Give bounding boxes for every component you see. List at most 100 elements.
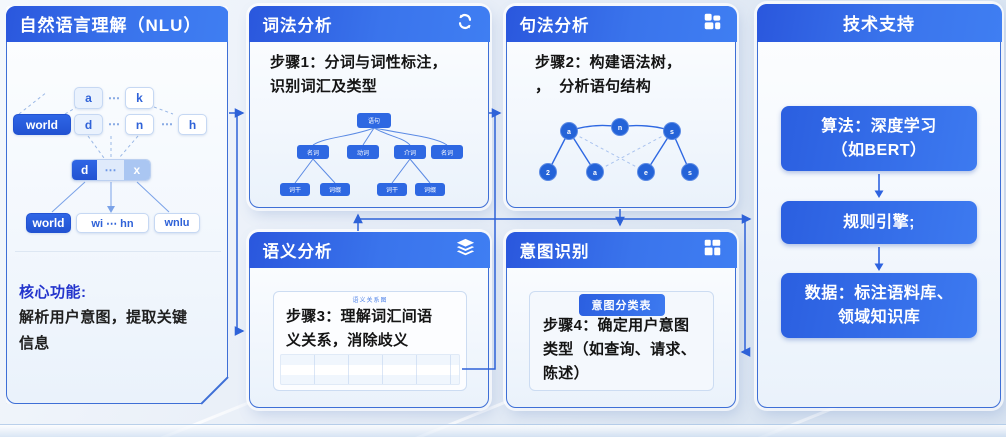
lexical-step-line1: 步骤1：分词与词性标注，	[270, 54, 447, 71]
graph-node-label: e	[644, 170, 648, 177]
panel-semantic-header: 语义分析	[248, 231, 490, 268]
arrow-nlu-to-semantic	[234, 113, 245, 336]
word-label: wi ⋯ hn	[91, 217, 134, 230]
sync-icon	[454, 11, 476, 36]
algorithm-block: 算法：深度学习 （如BERT）	[781, 106, 977, 171]
lexical-step-text: 步骤1：分词与词性标注， 识别词汇及类型	[270, 51, 447, 100]
syntax-step-text: 步骤2：构建语法树， ， 分析语句结构	[535, 51, 681, 100]
users-icon	[702, 12, 723, 36]
semantic-step-line1: 步骤3：理解词汇间语	[286, 308, 433, 325]
word-box-world: world	[13, 114, 71, 135]
panel-intent: 意图识别 意图分类表 步骤4：确定用户意图 类型（如查询、请求、 陈述）	[505, 231, 737, 408]
word-box: wnlu	[154, 213, 200, 233]
semantic-step-text: 步骤3：理解词汇间语 义关系，消除歧义	[286, 305, 432, 354]
tree-node-label: 动词	[357, 149, 369, 157]
segment-cell: ⋯	[97, 160, 124, 180]
panel-intent-title: 意图识别	[519, 242, 590, 261]
tree-node-label: 介词	[404, 149, 416, 157]
semantic-step-line2: 义关系，消除歧义	[286, 332, 409, 350]
word-label: world	[32, 216, 65, 230]
panel-tech-title: 技术支持	[843, 15, 915, 34]
divider	[15, 251, 221, 252]
panel-intent-header: 意图识别	[505, 231, 737, 268]
floor-band	[0, 424, 1006, 437]
panel-nlu: 自然语言理解（NLU） a ⋯ k world d ⋯ n ⋯ h d ⋯ x	[6, 6, 228, 404]
word-box: wi ⋯ hn	[76, 213, 149, 233]
intent-step-line1: 步骤4：确定用户意图	[543, 317, 690, 334]
ellipsis: ⋯	[108, 91, 120, 105]
rules-label: 规则引擎;	[843, 213, 915, 231]
graph-node-label: a	[593, 170, 597, 177]
word-relation-lines	[18, 91, 174, 213]
word-label: d	[84, 117, 93, 132]
word-box: n	[125, 114, 154, 135]
tree-node-label: 名词	[307, 149, 319, 157]
intent-inner-box: 意图分类表 步骤4：确定用户意图 类型（如查询、请求、 陈述）	[529, 291, 714, 391]
core-function-label: 核心功能:	[19, 284, 87, 301]
panel-syntax: 句法分析 步骤2：构建语法树， ， 分析语句结构	[505, 5, 737, 208]
graph-node-label: 2	[546, 170, 550, 177]
panel-lexical-header: 词法分析	[248, 5, 490, 42]
panel-nlu-header: 自然语言理解（NLU）	[6, 6, 228, 42]
word-label: k	[136, 91, 143, 105]
tree-node-label: 名词	[441, 149, 453, 157]
graph-node-label: n	[618, 125, 622, 132]
graph-node-label: s	[688, 170, 692, 177]
word-label: world	[26, 117, 58, 132]
panel-lexical-title: 词法分析	[262, 16, 333, 35]
word-box: d	[74, 114, 103, 135]
syntax-graph: a n s 2 a e s	[539, 118, 699, 181]
semantic-box-title: 语义关系图	[352, 298, 388, 304]
graph-node-label: a	[567, 129, 571, 136]
core-function-line2: 信息	[19, 334, 50, 352]
panel-tech: 技术支持 算法：深度学习 （如BERT） 规则引擎; 数据：标注语料库、 领域知…	[756, 3, 1002, 408]
tree-node-label: 词缀	[424, 186, 436, 194]
layers-icon	[455, 238, 476, 262]
segment-cell: x	[123, 160, 150, 180]
word-label: n	[135, 117, 144, 132]
panel-semantic-title: 语义分析	[262, 242, 333, 261]
word-box: k	[125, 87, 154, 109]
word-label: a	[85, 91, 92, 105]
semantic-inner-box: 语义关系图 步骤3：理解词汇间语 义关系，消除歧义	[273, 291, 467, 391]
syntax-step-line2: ， 分析语句结构	[535, 78, 652, 96]
tree-node-label: 语句	[368, 117, 380, 125]
panel-syntax-header: 句法分析	[505, 5, 737, 42]
segment-cell: d	[72, 160, 98, 180]
intent-step-line3: 陈述）	[543, 365, 589, 382]
ellipsis: ⋯	[161, 117, 173, 131]
panel-syntax-title: 句法分析	[519, 16, 590, 35]
ellipsis: ⋯	[108, 117, 120, 131]
word-label: h	[188, 117, 197, 132]
lexical-step-line2: 识别词汇及类型	[270, 78, 378, 96]
intent-table-title: 意图分类表	[578, 294, 665, 316]
lexical-tree: 语句 名词 动词 介词 名词 词干 词缀 词干 词缀	[280, 113, 463, 196]
word-label: wnlu	[164, 217, 190, 229]
panel-nlu-title: 自然语言理解（NLU）	[19, 16, 202, 35]
intent-step-text: 步骤4：确定用户意图 类型（如查询、请求、 陈述）	[543, 314, 696, 386]
word-box: h	[178, 114, 207, 135]
tree-node-label: 词干	[386, 186, 398, 194]
graph-node-label: s	[670, 129, 674, 136]
panel-tech-header: 技术支持	[756, 3, 1002, 42]
word-segment-box: d ⋯ x	[71, 159, 151, 181]
word-box-world: world	[26, 213, 71, 233]
rules-block: 规则引擎;	[781, 201, 977, 244]
down-arrow	[758, 174, 1000, 198]
grid-icon	[702, 238, 723, 262]
word-box: a	[74, 87, 103, 109]
down-arrow	[758, 247, 1000, 271]
core-function-line1: 解析用户意图，提取关键	[19, 309, 188, 326]
core-function-text: 解析用户意图，提取关键 信息	[19, 305, 219, 356]
panel-lexical: 词法分析 步骤1：分词与词性标注， 识别词汇及类型	[248, 5, 490, 208]
syntax-step-line1: 步骤2：构建语法树，	[535, 54, 682, 71]
algorithm-line1: 算法：深度学习	[821, 118, 937, 136]
data-line2: 领域知识库	[837, 308, 921, 326]
arrow-tech-to-intent	[740, 221, 751, 357]
tree-node-label: 词缀	[329, 186, 341, 194]
semantic-mini-table	[280, 354, 460, 385]
data-block: 数据：标注语料库、 领域知识库	[781, 273, 977, 338]
data-line1: 数据：标注语料库、	[804, 285, 954, 303]
algorithm-line2: （如BERT）	[831, 141, 927, 159]
